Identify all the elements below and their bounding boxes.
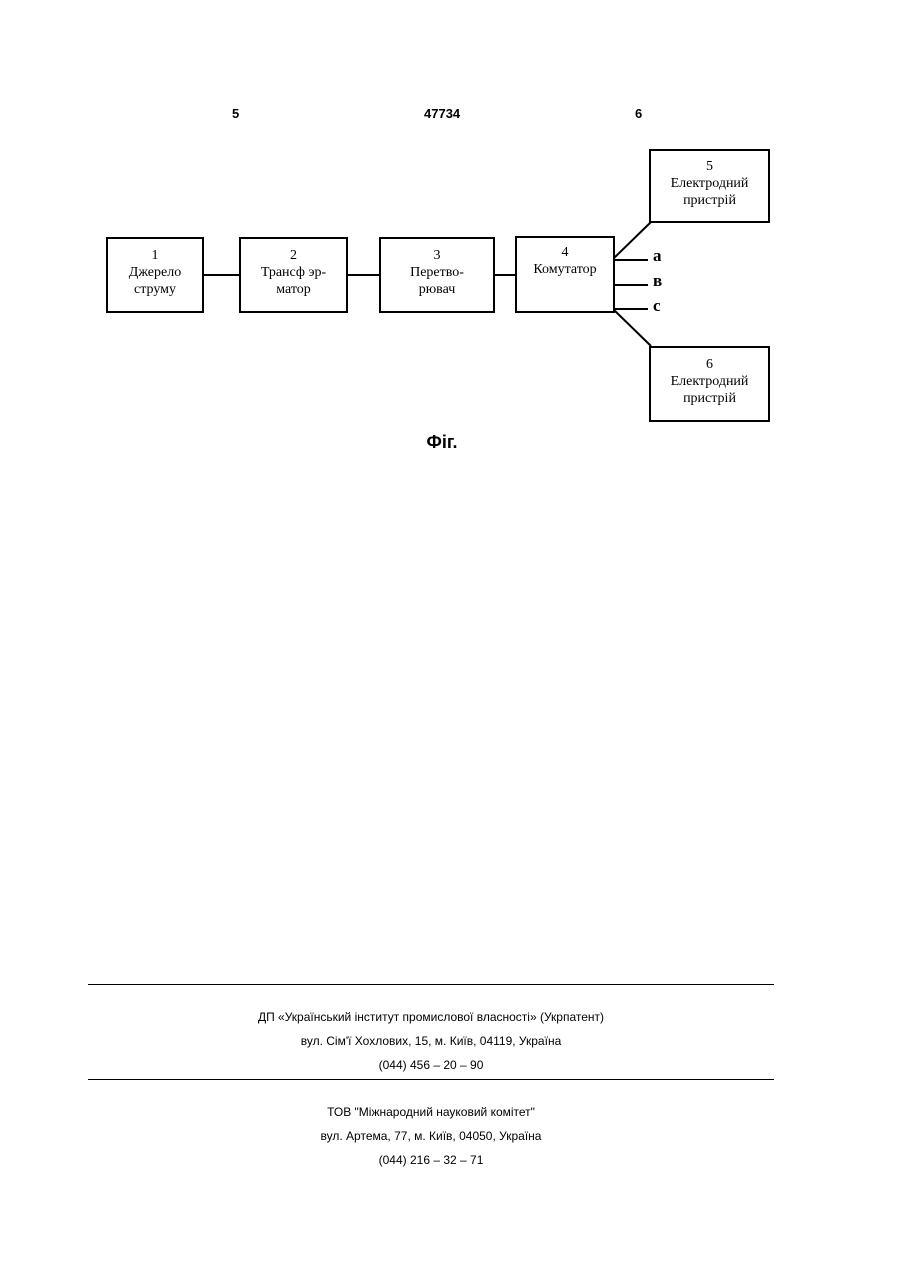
footer-org-1: ДП «Український інститут промислової вла… [88, 1005, 774, 1077]
block-label: Електродний пристрій [651, 373, 768, 407]
org-name: ТОВ "Міжнародний науковий комітет" [88, 1100, 774, 1124]
footer-org-2: ТОВ "Міжнародний науковий комітет" вул. … [88, 1100, 774, 1172]
block-label: Електродний пристрій [651, 175, 768, 209]
block-number: 3 [381, 247, 493, 264]
block-commutator: 4 Комутатор [515, 236, 615, 313]
bus-label-c: с [653, 296, 661, 316]
block-converter: 3 Перетво- рювач [379, 237, 495, 313]
block-number: 1 [108, 247, 202, 264]
block-label: Комутатор [517, 261, 613, 278]
block-number: 6 [651, 356, 768, 373]
block-label: Трансф эр- матор [241, 264, 346, 298]
org-name: ДП «Український інститут промислової вла… [88, 1005, 774, 1029]
org-phone: (044) 216 – 32 – 71 [88, 1148, 774, 1172]
block-electrode-device-5: 5 Електродний пристрій [649, 149, 770, 223]
divider-bottom [88, 1079, 774, 1080]
bus-label-b: в [653, 271, 662, 291]
block-current-source: 1 Джерело струму [106, 237, 204, 313]
wire-4-5 [614, 222, 651, 258]
block-transformer: 2 Трансф эр- матор [239, 237, 348, 313]
org-phone: (044) 456 – 20 – 90 [88, 1053, 774, 1077]
org-address: вул. Артема, 77, м. Київ, 04050, Україна [88, 1124, 774, 1148]
block-number: 2 [241, 247, 346, 264]
block-number: 4 [517, 244, 613, 261]
block-label: Перетво- рювач [381, 264, 493, 298]
block-number: 5 [651, 158, 768, 175]
block-label: Джерело струму [108, 264, 202, 298]
block-electrode-device-6: 6 Електродний пристрій [649, 346, 770, 422]
figure-caption: Фіг. [0, 432, 884, 453]
wire-4-6 [614, 310, 651, 346]
bus-label-a: а [653, 246, 662, 266]
org-address: вул. Сім'ї Хохлових, 15, м. Київ, 04119,… [88, 1029, 774, 1053]
divider-top [88, 984, 774, 985]
